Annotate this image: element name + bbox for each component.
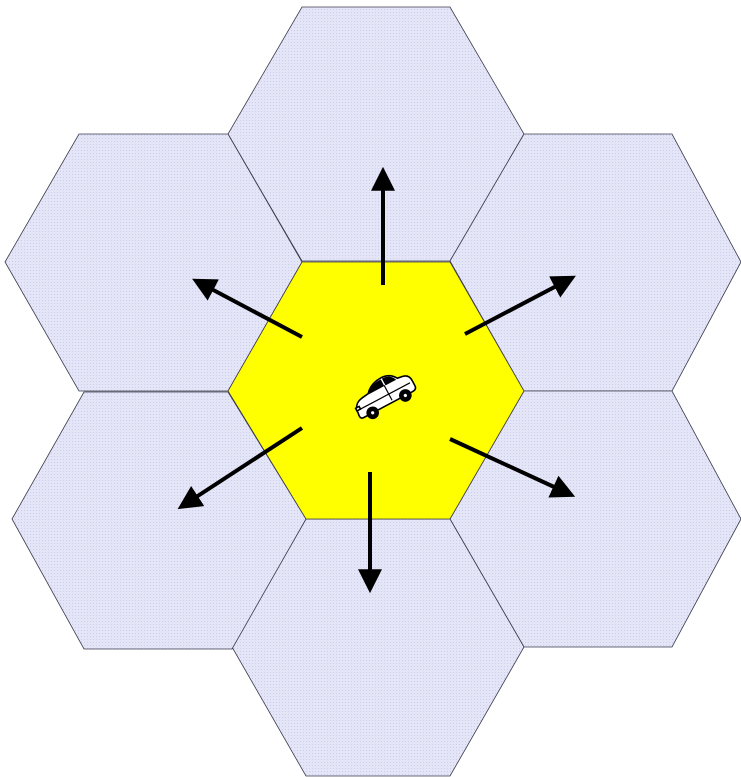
car-headlight [356,406,361,411]
